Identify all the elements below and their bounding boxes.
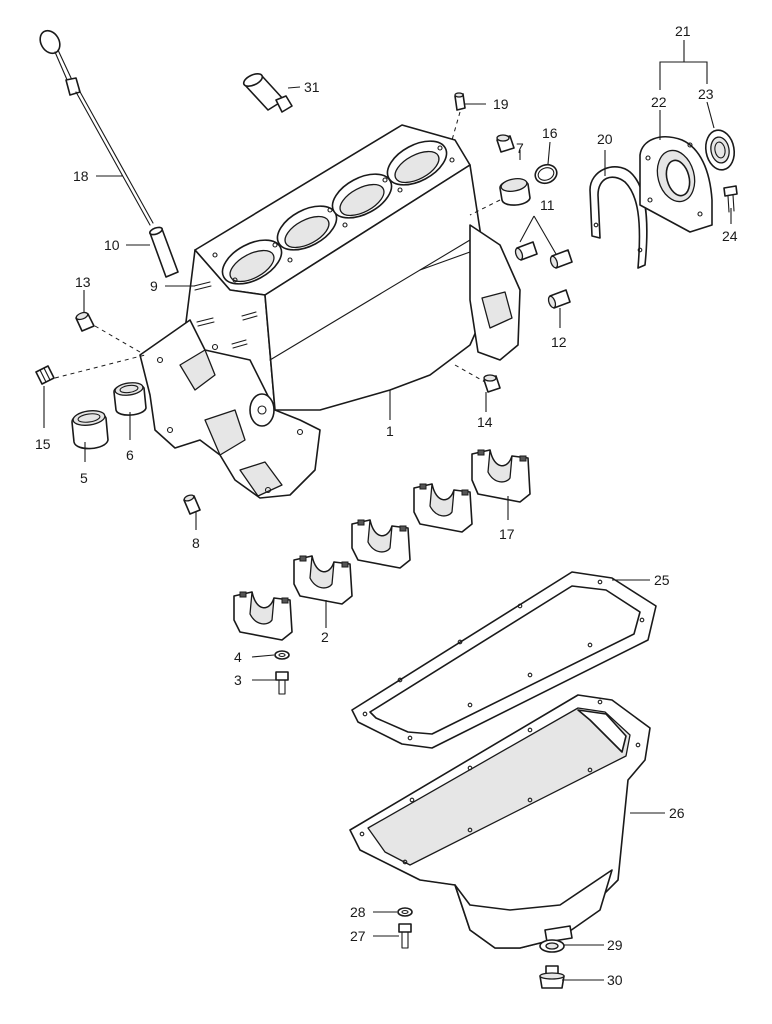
drain-plug-30	[539, 965, 565, 989]
callout-20: 20	[597, 131, 613, 147]
callout-5: 5	[80, 470, 88, 486]
callout-10: 10	[104, 237, 120, 253]
washer-28	[397, 907, 413, 917]
callout-28: 28	[350, 904, 366, 920]
callout-7: 7	[516, 140, 524, 156]
callout-24: 24	[722, 228, 738, 244]
oil-pan-26	[349, 694, 651, 949]
callout-16: 16	[542, 125, 558, 141]
callout-14: 14	[477, 414, 493, 430]
studs	[193, 281, 258, 349]
callout-22: 22	[651, 94, 667, 110]
callout-30: 30	[607, 972, 623, 988]
dipstick-tube	[149, 226, 179, 278]
callout-25: 25	[654, 572, 670, 588]
callout-3: 3	[234, 672, 242, 688]
callout-4: 4	[234, 649, 242, 665]
plug-15	[35, 365, 55, 385]
callout-2: 2	[321, 629, 329, 645]
callout-8: 8	[192, 535, 200, 551]
dowel-19	[454, 92, 466, 111]
pins-11	[514, 241, 573, 269]
bearing-cap-3	[351, 519, 411, 569]
callout-31: 31	[304, 79, 320, 95]
bolt-3	[275, 671, 289, 695]
bolt-24	[723, 185, 738, 213]
callout-18: 18	[73, 168, 89, 184]
callout-1: 1	[386, 423, 394, 439]
dipstick	[39, 29, 154, 226]
callout-23: 23	[698, 86, 714, 102]
callout-21: 21	[675, 23, 691, 39]
sump-gasket-25	[351, 571, 657, 749]
bearing-cap-2	[293, 555, 353, 605]
plug-13	[75, 311, 95, 332]
callout-13: 13	[75, 274, 91, 290]
bush-7	[496, 134, 531, 206]
ring-16	[534, 163, 558, 185]
bearing-cap-4	[413, 483, 473, 533]
gasket-20	[589, 166, 648, 269]
bolt-27	[398, 923, 412, 949]
bushing-5	[71, 410, 109, 450]
callout-29: 29	[607, 937, 623, 953]
callout-19: 19	[493, 96, 509, 112]
plug-14	[483, 374, 501, 393]
callout-6: 6	[126, 447, 134, 463]
oil-seal-23	[704, 129, 736, 171]
callout-12: 12	[551, 334, 567, 350]
seal-carrier-22	[639, 136, 713, 233]
callout-15: 15	[35, 436, 51, 452]
cylinder-block	[139, 124, 521, 499]
callout-labels: 1 2 3 4 5 6 7 8 9 10 11 12 13 14 15 16 1…	[35, 23, 738, 988]
washer-4	[274, 650, 290, 660]
leader-lines	[43, 40, 732, 981]
pin-12	[547, 289, 571, 309]
callout-11: 11	[540, 197, 555, 213]
oil-pressure-sensor	[242, 73, 293, 113]
callout-9: 9	[150, 278, 158, 294]
callout-27: 27	[350, 928, 366, 944]
callout-17: 17	[499, 526, 515, 542]
washer-29	[539, 939, 565, 953]
dowel-pin-8	[183, 494, 201, 515]
callout-26: 26	[669, 805, 685, 821]
assembly-lines	[54, 111, 501, 383]
bearing-cap-1	[233, 591, 293, 641]
bushing-6	[113, 382, 147, 416]
bearing-cap-5	[471, 449, 531, 503]
